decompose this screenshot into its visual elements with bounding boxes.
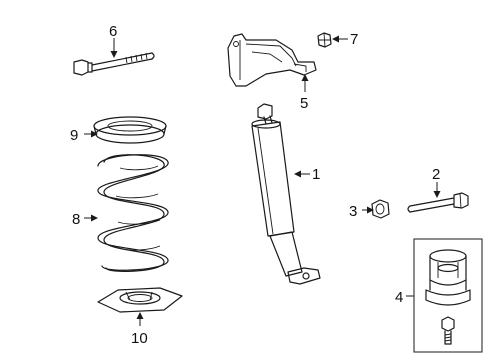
callout-2: 2	[432, 166, 440, 183]
leader-1	[294, 170, 310, 178]
callout-9: 9	[70, 127, 78, 144]
callout-8: 8	[72, 211, 80, 228]
shock-absorber-1-icon	[251, 103, 321, 285]
callout-4: 4	[395, 289, 403, 306]
spring-seat-10-icon	[97, 287, 183, 313]
leader-10	[136, 312, 144, 326]
leader-6	[110, 38, 118, 58]
callout-7: 7	[350, 31, 358, 48]
callout-5: 5	[300, 95, 308, 112]
nut-7-icon	[317, 32, 332, 48]
callout-3: 3	[349, 203, 357, 220]
leader-2	[433, 182, 441, 198]
callout-1: 1	[312, 166, 320, 183]
leader-3	[362, 206, 374, 214]
leader-8	[84, 214, 98, 222]
callout-10: 10	[131, 330, 148, 347]
leader-7	[332, 35, 348, 43]
bolt-6-icon	[73, 52, 155, 76]
callout-6: 6	[109, 23, 117, 40]
bracket-5-icon	[227, 33, 317, 87]
leader-9	[84, 130, 98, 138]
nut-3-icon	[371, 199, 390, 219]
coil-spring-8-icon	[97, 154, 169, 272]
bolt-2-icon	[407, 192, 469, 213]
leader-5	[301, 74, 309, 92]
spring-insulator-9-icon	[93, 116, 167, 144]
bushing-4-icon	[413, 238, 483, 353]
